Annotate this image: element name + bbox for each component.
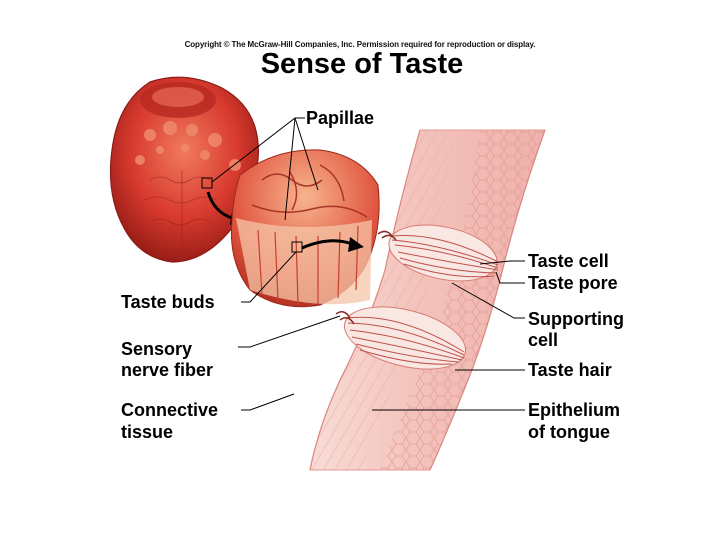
label-sensory-nerve-fiber-line2: nerve fiber (121, 360, 214, 380)
label-taste-buds: Taste buds (121, 292, 215, 312)
label-taste-hair: Taste hair (528, 360, 612, 380)
leader-lines (211, 117, 525, 411)
label-epithelium-line2: of tongue (528, 422, 610, 442)
zoom-arrow-1 (206, 191, 233, 220)
label-connective-tissue-line1: Connective (121, 400, 219, 420)
label-epithelium-line1: Epithelium (528, 400, 621, 420)
tissue-section (309, 129, 546, 471)
tongue-illustration (109, 76, 259, 263)
label-supporting-cell-line2: cell (528, 330, 559, 350)
papillae-block (230, 149, 380, 308)
taste-bud-lower (335, 306, 467, 370)
copyright-notice: Copyright © The McGraw-Hill Companies, I… (184, 40, 536, 49)
taste-bud-upper (377, 224, 499, 282)
zoom-arrow-2 (301, 239, 353, 250)
label-sensory-nerve-fiber-line1: Sensory (121, 339, 193, 359)
label-taste-cell: Taste cell (528, 251, 609, 271)
label-connective-tissue-line2: tissue (121, 422, 174, 442)
label-taste-pore: Taste pore (528, 273, 618, 293)
label-papillae: Papillae (306, 108, 375, 128)
label-supporting-cell-line1: Supporting (528, 309, 624, 329)
page-title: Sense of Taste (260, 48, 464, 80)
